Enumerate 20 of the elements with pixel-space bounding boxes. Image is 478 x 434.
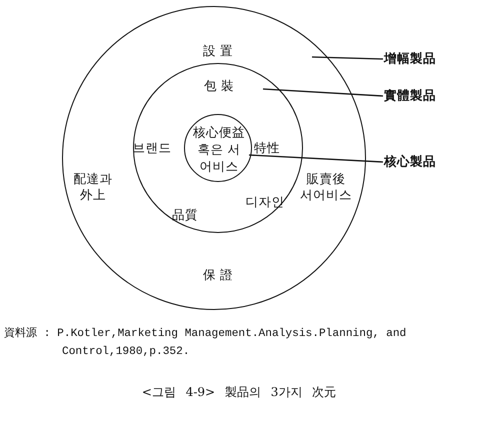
attribute-label: 品質 [172, 207, 198, 223]
attribute-label: 設 置 [203, 43, 233, 59]
leader-line [248, 154, 384, 163]
inner-circle [184, 114, 252, 182]
callout-label: 實體製品 [384, 88, 436, 104]
attribute-label: 包 裝 [204, 78, 234, 94]
attribute-label: 配達과 外上 [72, 171, 114, 203]
attribute-label: 디자인 [246, 194, 284, 210]
attribute-label: 保 證 [203, 267, 233, 283]
leader-line [312, 56, 384, 60]
attribute-label: 特性 [254, 140, 280, 156]
source-note: 資料源 : P.Kotler,Marketing Management.Analysis.Planning, and Control,1980,p.352. [4, 326, 408, 360]
attribute-label: 브랜드 [132, 140, 172, 156]
outer-circle [62, 6, 366, 310]
callout-label: 核心製品 [384, 154, 436, 170]
leader-line [262, 88, 384, 97]
core-label: 核心便益 혹은 서어비스 [192, 124, 246, 174]
callout-label: 增幅製品 [384, 50, 436, 68]
attribute-label: 販賣後 서어비스 [299, 171, 353, 203]
figure-caption: <그림 4-9> 製品의 3가지 次元 [142, 384, 336, 401]
